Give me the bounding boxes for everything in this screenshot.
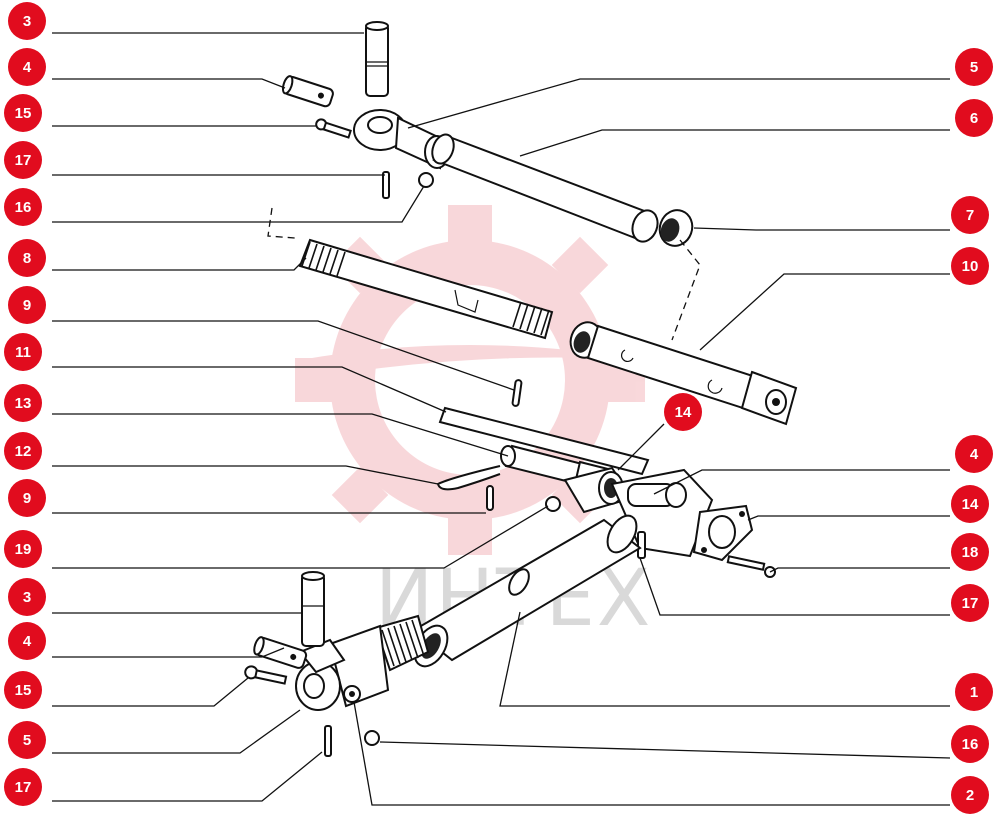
callout-label: 6 (970, 110, 978, 127)
cotter-part-12 (436, 465, 501, 491)
callout-label: 7 (966, 207, 974, 224)
callout-label: 14 (675, 404, 692, 421)
nut-part-19 (545, 496, 561, 512)
callout-badge: 3 (8, 578, 46, 616)
callout-badge: 14 (664, 393, 702, 431)
pin-part-4-upper (281, 75, 334, 108)
callout-label: 16 (15, 199, 32, 216)
leader-lines (52, 32, 951, 806)
ring-part-7-upper (658, 209, 694, 247)
middle-parts (436, 379, 650, 514)
callout-badge: 17 (4, 768, 42, 806)
callouts-right: 5 6 7 10 4 14 18 17 1 16 2 (951, 48, 993, 814)
callout-label: 2 (966, 787, 974, 804)
callout-badge: 16 (4, 188, 42, 226)
split-pin-part-17-bottom (324, 725, 332, 757)
callout-label: 16 (962, 736, 979, 753)
callout-badge: 19 (4, 530, 42, 568)
callout-badge: 15 (4, 94, 42, 132)
screw-part-2 (328, 614, 430, 708)
callout-label: 3 (23, 589, 31, 606)
callout-badge: 9 (8, 479, 46, 517)
callout-badge: 4 (955, 435, 993, 473)
upper-link-assembly (267, 21, 798, 426)
tube-part-6 (431, 133, 659, 243)
bolt-part-18 (726, 555, 776, 578)
pin-part-3-lower (301, 571, 325, 647)
callout-badge: 17 (4, 141, 42, 179)
bolt-part-15-upper (315, 118, 352, 139)
callout-badge: 6 (955, 99, 993, 137)
callout-label: 4 (23, 59, 32, 76)
callout-badge: 10 (951, 247, 989, 285)
callout-label: 12 (15, 443, 32, 460)
callout-badge: 4 (8, 48, 46, 86)
callout-badge: 7 (951, 196, 989, 234)
callout-label: 15 (15, 105, 32, 122)
callout-label: 4 (970, 446, 979, 463)
callout-badge: 12 (4, 432, 42, 470)
callout-label: 14 (962, 496, 979, 513)
callout-badge: 17 (951, 584, 989, 622)
callout-badge: 2 (951, 776, 989, 814)
callouts-left: 3 4 15 17 16 8 9 11 13 12 9 19 3 4 15 5 … (4, 2, 46, 806)
nut-part-16-lower (364, 730, 380, 746)
callout-label: 17 (15, 779, 32, 796)
callout-label: 13 (15, 395, 32, 412)
callout-badge: 18 (951, 533, 989, 571)
callout-label: 5 (970, 59, 978, 76)
callout-label: 3 (23, 13, 31, 30)
callout-label: 1 (970, 684, 978, 701)
callout-badge: 15 (4, 671, 42, 709)
callout-badge: 11 (4, 333, 42, 371)
gasket-part-14 (692, 504, 754, 562)
split-pin-part-17-upper (382, 171, 390, 199)
callout-label: 19 (15, 541, 32, 558)
callout-label: 4 (23, 633, 32, 650)
bolt-part-15-lower (244, 665, 288, 685)
callout-label: 10 (962, 258, 979, 275)
callouts-inner: 14 (664, 393, 702, 431)
callout-badge: 16 (951, 725, 989, 763)
lower-link-assembly (244, 468, 776, 757)
callout-badge: 3 (8, 2, 46, 40)
callout-label: 15 (15, 682, 32, 699)
callout-badge: 5 (955, 48, 993, 86)
screw-part-8 (298, 238, 554, 340)
pin-part-3-upper (365, 21, 389, 97)
callout-label: 18 (962, 544, 979, 561)
callout-label: 11 (15, 344, 31, 361)
callout-label: 5 (23, 732, 31, 749)
callout-label: 9 (23, 297, 31, 314)
callout-badge: 9 (8, 286, 46, 324)
pin-part-4-lower (253, 636, 308, 669)
nut-part-16-upper (418, 172, 434, 188)
split-pin-part-17-lower (637, 531, 646, 559)
callout-badge: 14 (951, 485, 989, 523)
split-pin-part-9-lower (486, 485, 494, 511)
tube-part-10 (586, 324, 798, 426)
callout-badge: 4 (8, 622, 46, 660)
callout-badge: 13 (4, 384, 42, 422)
callout-badge: 8 (8, 239, 46, 277)
callout-label: 17 (15, 152, 32, 169)
bracket-part-14-inner (563, 466, 634, 514)
callout-badge: 1 (955, 673, 993, 711)
callout-label: 9 (23, 490, 31, 507)
split-pin-part-9-upper (511, 379, 523, 407)
callout-badge: 5 (8, 721, 46, 759)
callout-label: 17 (962, 595, 979, 612)
assembly-bracket-dashed (267, 207, 701, 341)
callout-label: 8 (23, 250, 31, 267)
plate-part-11 (438, 406, 650, 476)
